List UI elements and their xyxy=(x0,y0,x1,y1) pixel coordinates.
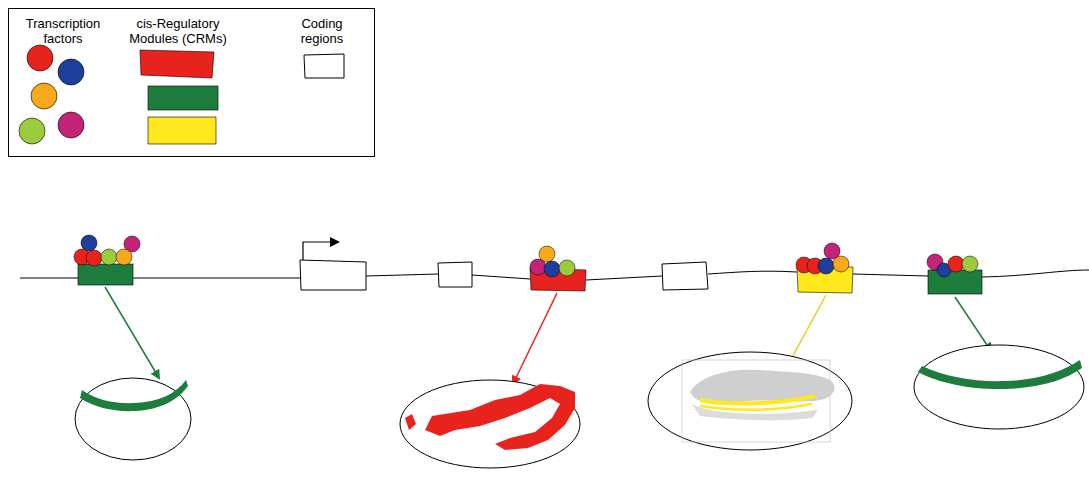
legend-tf-circles xyxy=(19,45,84,144)
legend-box xyxy=(9,9,375,157)
embryo-green-pattern xyxy=(914,345,1084,429)
legend-label: cis-Regulatory Modules (CRMs) xyxy=(118,16,238,46)
embryo-green-pattern xyxy=(75,378,191,460)
legend-crm-rects xyxy=(140,50,218,144)
legend-coding-rect xyxy=(304,54,344,78)
legend-label: Transcription factors xyxy=(16,16,111,46)
promoter-arrow xyxy=(303,242,338,260)
leader-arrow xyxy=(955,297,991,351)
leader-arrow xyxy=(513,293,557,384)
bound-tfs xyxy=(74,235,978,277)
embryo-red-pattern xyxy=(400,380,580,468)
embryo-yellow-pattern xyxy=(648,352,852,450)
legend-label: Coding regions xyxy=(287,16,357,46)
leader-arrow xyxy=(105,287,159,378)
coding-regions xyxy=(300,260,708,290)
